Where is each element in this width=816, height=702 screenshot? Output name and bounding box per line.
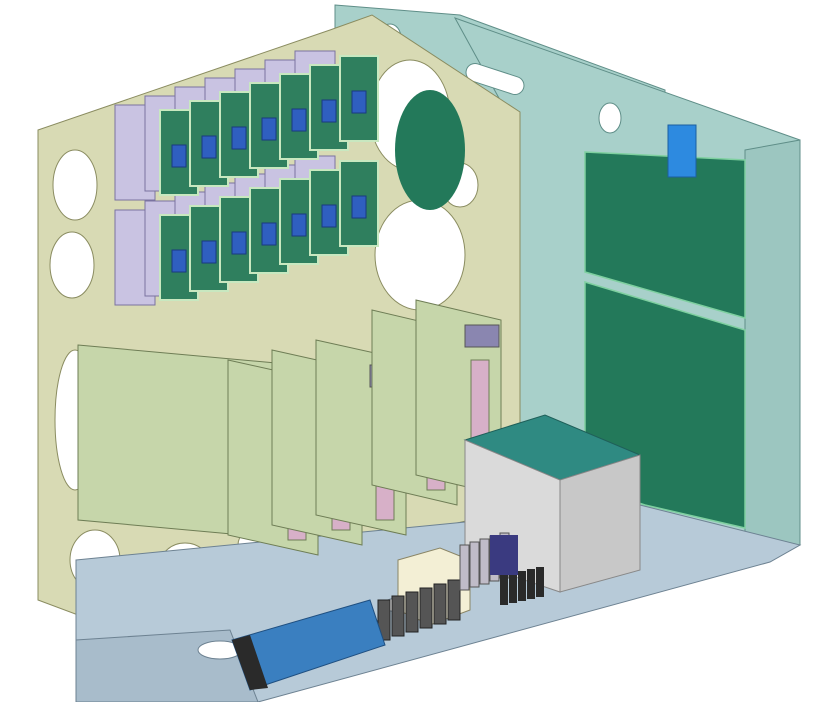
plate-hole-pcb-visible [395,90,465,210]
bottom-tray-lip [75,629,259,702]
back-panel-side-strip [744,139,801,553]
plate-hole [49,231,95,299]
pcb-capacitor [201,135,217,159]
pcb-capacitor [321,204,337,228]
pcb-capacitor [321,99,337,123]
pcb-capacitor [231,231,247,255]
breaker [490,535,518,575]
pcb-capacitor [201,240,217,264]
pcb-capacitor [261,117,277,141]
contactor-pole [479,538,490,585]
blue-block [667,124,697,178]
plate-hole [374,199,466,311]
pcb-capacitor [291,108,307,132]
fan-filter-cap [232,635,268,690]
terminal-block [527,569,535,599]
terminal-block [391,595,405,637]
contactor-pole [459,544,470,591]
pcb-capacitor [351,195,367,219]
contactor-pole [469,541,480,588]
panel-hole [598,102,622,134]
pcb-capacitor [171,144,187,168]
terminal-block [433,583,447,625]
terminal-block [509,573,517,603]
terminal-block [447,579,461,621]
terminal-block [500,575,508,605]
pcb-capacitor [171,249,187,273]
terminal-block [536,567,544,597]
pcb-capacitor [231,126,247,150]
plate-hole [52,149,98,221]
panel-slot [465,63,525,95]
terminal-block [419,587,433,629]
pcb-capacitor [291,213,307,237]
terminal-block [377,599,391,641]
terminal-block [518,571,526,601]
pcb-capacitor [261,222,277,246]
pcb-capacitor [351,90,367,114]
servo-drive-cap [464,324,500,348]
terminal-block [405,591,419,633]
transformer-side [559,454,641,593]
